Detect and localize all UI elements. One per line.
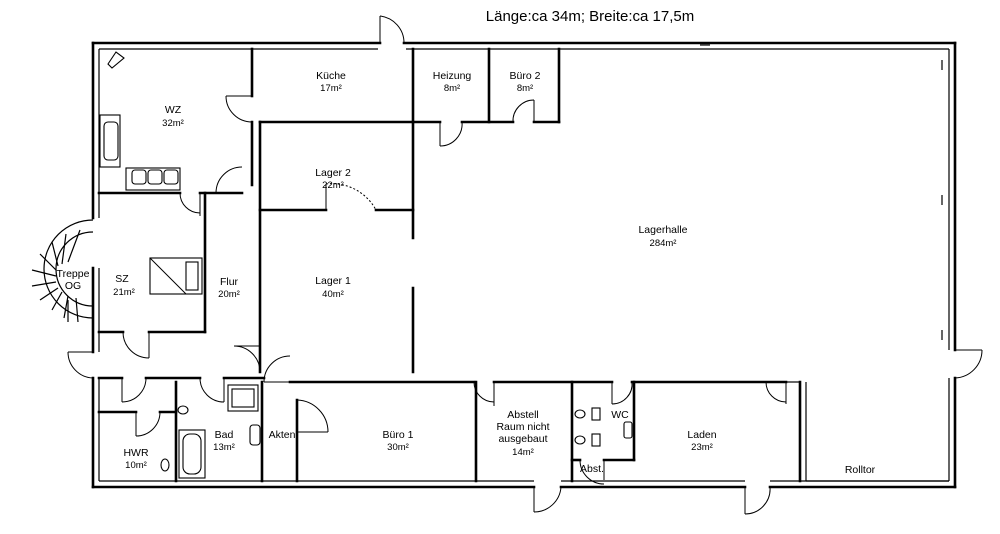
interior-walls [97, 47, 807, 483]
room-name-wz: WZ [165, 104, 182, 116]
room-name-hwr: HWR [123, 447, 148, 459]
room-area-hwr: 10m² [125, 460, 147, 471]
room-area-lager1: 40m² [322, 289, 344, 300]
room-name-heizung: Heizung [433, 70, 472, 82]
room-area-heizung: 8m² [444, 83, 460, 94]
label-treppe: Treppe [57, 268, 90, 280]
room-area-kueche: 17m² [320, 83, 342, 94]
room-area-bad: 13m² [213, 442, 235, 453]
room-name-bad: Bad [215, 429, 234, 441]
room-name-abstell-1: Abstell [507, 409, 539, 421]
room-area-buero1: 30m² [387, 442, 409, 453]
spiral-stair [31, 219, 94, 323]
furniture [99, 51, 633, 479]
room-area-buero2: 8m² [517, 83, 533, 94]
room-area-lager2: 22m² [322, 180, 344, 191]
room-name-abstell-3: ausgebaut [498, 433, 547, 445]
room-name-lager2: Lager 2 [315, 167, 351, 179]
room-name-lager1: Lager 1 [315, 275, 351, 287]
outer-walls [91, 41, 957, 489]
room-name-buero1: Büro 1 [383, 429, 414, 441]
windows [700, 44, 949, 488]
label-wc: WC [611, 409, 629, 421]
room-name-flur: Flur [220, 276, 239, 288]
label-akten: Akten [269, 429, 296, 441]
label-og: OG [65, 280, 81, 292]
room-area-wz: 32m² [162, 118, 184, 129]
room-name-kueche: Küche [316, 70, 346, 82]
label-rolltor: Rolltor [845, 464, 876, 476]
room-name-laden: Laden [687, 429, 716, 441]
room-name-buero2: Büro 2 [510, 70, 541, 82]
doors [67, 15, 983, 515]
room-name-sz: SZ [115, 273, 129, 285]
room-area-laden: 23m² [691, 442, 713, 453]
wc-sink [623, 421, 633, 439]
dimension-title: Länge:ca 34m; Breite:ca 17,5m [486, 8, 694, 25]
room-area-flur: 20m² [218, 289, 240, 300]
room-name-lagerhalle: Lagerhalle [638, 224, 687, 236]
room-area-abstell: 14m² [512, 447, 534, 458]
room-area-sz: 21m² [113, 287, 135, 298]
room-name-abstell-2: Raum nicht [496, 421, 549, 433]
room-labels: Küche 17m² Heizung 8m² Büro 2 8m² WZ 32m… [57, 70, 876, 476]
room-area-lagerhalle: 284m² [650, 238, 677, 249]
label-abst: Abst. [580, 463, 604, 475]
